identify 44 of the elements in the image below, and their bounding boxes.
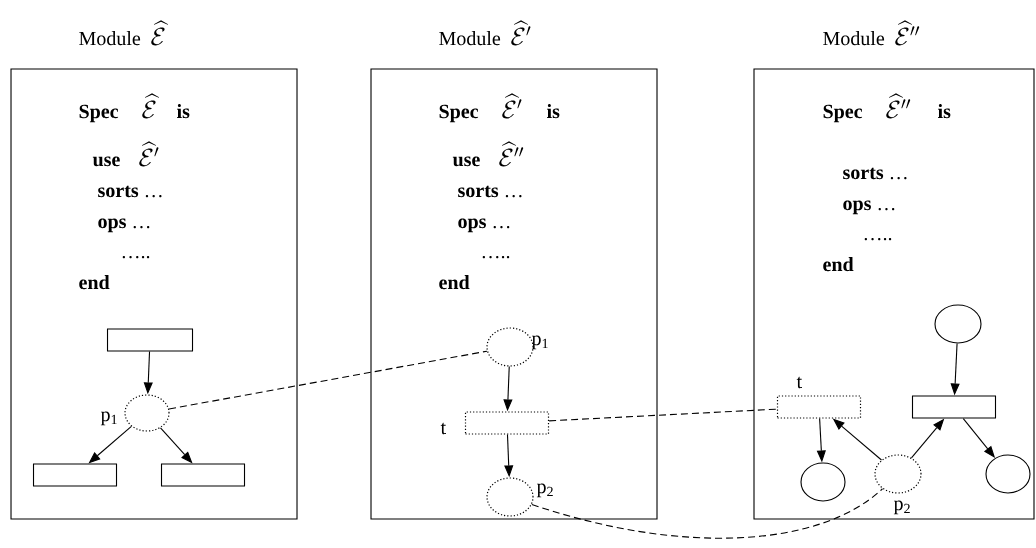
node-label: $\widehat{\mathcal{E}}''$ — [886, 93, 911, 119]
place-label: p$_{1}$ — [100, 411, 117, 426]
node-label: Spec — [79, 104, 119, 123]
dashed-line — [531, 488, 883, 539]
module-title: Module $\widehat{\mathcal{E}}''$ — [823, 20, 920, 46]
place-label: p$_{2}$ — [893, 500, 910, 515]
node-label: sorts … — [98, 185, 162, 198]
node-label: Spec — [823, 104, 863, 123]
place-label: t — [440, 422, 446, 435]
node-label: $\widehat{\mathcal{E}}''$ — [499, 141, 524, 167]
node-label: sorts … — [458, 185, 522, 198]
node-label: sorts … — [843, 167, 907, 180]
node-label: use — [92, 156, 120, 167]
place-circle — [934, 304, 982, 344]
place-circle — [800, 462, 846, 502]
dashed-line — [168, 350, 488, 410]
node-label: ….. — [864, 237, 892, 241]
node-label: is — [937, 104, 951, 119]
place-label: p$_{1}$ — [531, 335, 548, 350]
node-label: ….. — [482, 255, 510, 259]
module-title: Module $\widehat{\mathcal{E}}'$ — [439, 20, 531, 46]
transition-box — [911, 395, 997, 419]
node-label: end — [79, 275, 110, 290]
place-label: t — [796, 376, 802, 389]
node-label: Spec — [439, 104, 479, 123]
node-label: end — [823, 257, 854, 272]
module-title: Module $\widehat{\mathcal{E}}$ — [79, 20, 169, 46]
transition-box — [160, 463, 246, 487]
node-label: ….. — [122, 255, 150, 259]
transition-box — [106, 328, 194, 352]
node-label: $\widehat{\mathcal{E}}$ — [142, 93, 160, 119]
place-circle — [985, 454, 1031, 494]
place-label: p$_{2}$ — [536, 483, 553, 498]
node-label: end — [439, 275, 470, 290]
node-label: ops … — [458, 218, 510, 233]
dashed-line — [548, 408, 778, 422]
node-label: is — [177, 104, 190, 119]
node-label: is — [547, 104, 560, 119]
node-label: $\widehat{\mathcal{E}}'$ — [139, 141, 159, 167]
node-label: ops … — [843, 200, 895, 215]
node-label: ops … — [98, 218, 150, 233]
transition-box — [32, 463, 118, 487]
node-label: $\widehat{\mathcal{E}}'$ — [502, 93, 522, 119]
node-label: use — [452, 156, 480, 167]
